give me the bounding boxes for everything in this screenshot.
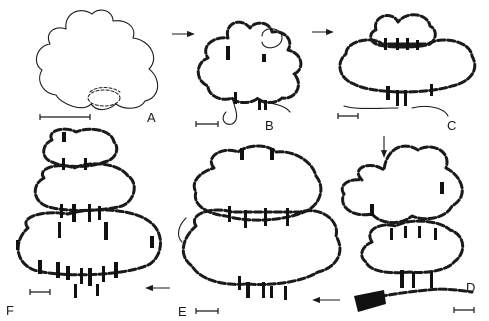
panel-c-basal-line (343, 105, 399, 110)
panel-e: E (177, 144, 342, 319)
panel-a-basal-ellipse (87, 89, 121, 107)
panel-a: A (35, 9, 159, 125)
panel-f-bar (62, 132, 66, 142)
panel-b: B (195, 20, 303, 133)
panel-d-top-lobes (340, 144, 464, 224)
panel-a-outline (35, 9, 159, 111)
panel-c-label: C (447, 118, 456, 133)
panel-b-inner-loop (261, 28, 283, 49)
panel-b-bar (226, 46, 230, 60)
panel-d-thick-base (354, 290, 386, 312)
panel-f-top-lobe (42, 127, 119, 168)
panel-c-bar (384, 38, 387, 50)
panel-c-main-outline (338, 38, 477, 94)
panel-e-bar (240, 148, 244, 160)
panel-f: F (6, 127, 162, 318)
panel-d-label: D (466, 280, 475, 295)
panel-c-top-lobe (369, 13, 437, 49)
panel-d-bar (390, 228, 393, 240)
panel-b-label: B (265, 118, 274, 133)
panel-b-outline (196, 20, 303, 104)
panel-f-label: F (6, 303, 14, 318)
panel-b-tail (222, 97, 238, 125)
panel-a-label: A (147, 110, 156, 125)
panel-e-bottom-lobe (181, 208, 342, 286)
panel-b-right-strand (259, 99, 291, 113)
panel-d: D (340, 144, 475, 313)
panel-e-label: E (178, 304, 187, 319)
panel-e-top-lobe (192, 144, 323, 222)
panel-c: C (337, 13, 477, 133)
panel-c-basal-line-right (411, 105, 449, 117)
panel-e-left-strand (177, 217, 187, 243)
panel-a-basal-chord (89, 87, 121, 93)
panel-f-second-lobe (33, 162, 136, 212)
panel-d-middle-lobe (360, 219, 465, 275)
